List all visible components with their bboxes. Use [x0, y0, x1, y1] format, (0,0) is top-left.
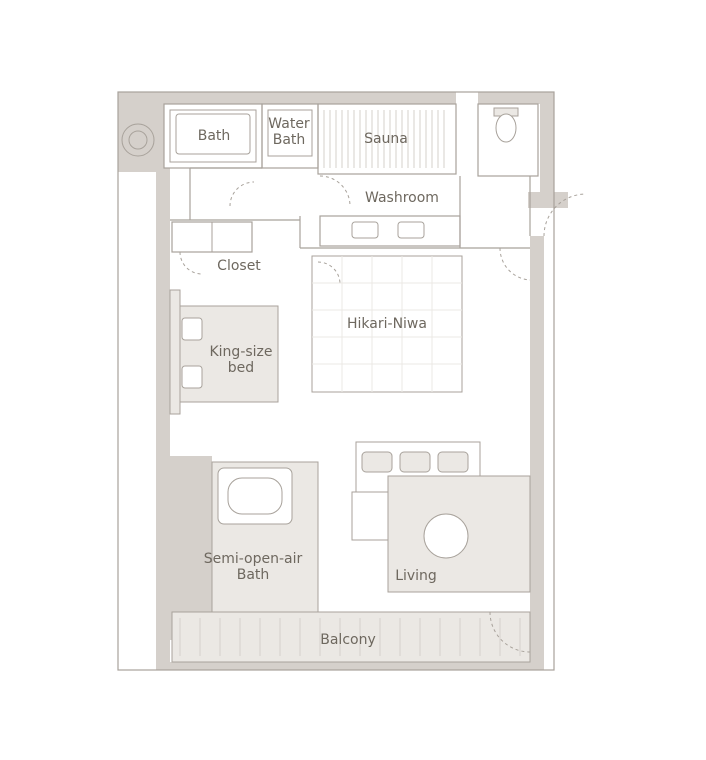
walls	[118, 92, 568, 670]
room-label-washroom: Washroom	[365, 190, 439, 206]
room-label-hikari-niwa: Hikari-Niwa	[347, 316, 427, 332]
hikari-niwa-grid	[312, 256, 462, 392]
sauna-slats	[323, 110, 445, 168]
room-label-semi-open-air-bath: Semi-open-air Bath	[203, 551, 303, 583]
room-label-sauna: Sauna	[364, 131, 408, 147]
room-label-closet: Closet	[217, 258, 261, 274]
door-swings	[179, 175, 587, 653]
balcony-slats	[179, 618, 521, 656]
room-label-living: Living	[395, 568, 437, 584]
room-label-bath: Bath	[197, 128, 231, 144]
room-label-king-bed: King-size bed	[209, 344, 273, 376]
fixtures	[121, 107, 531, 663]
partitions	[117, 91, 555, 671]
room-label-balcony: Balcony	[320, 632, 376, 648]
room-label-water-bath: Water Bath	[268, 116, 310, 148]
